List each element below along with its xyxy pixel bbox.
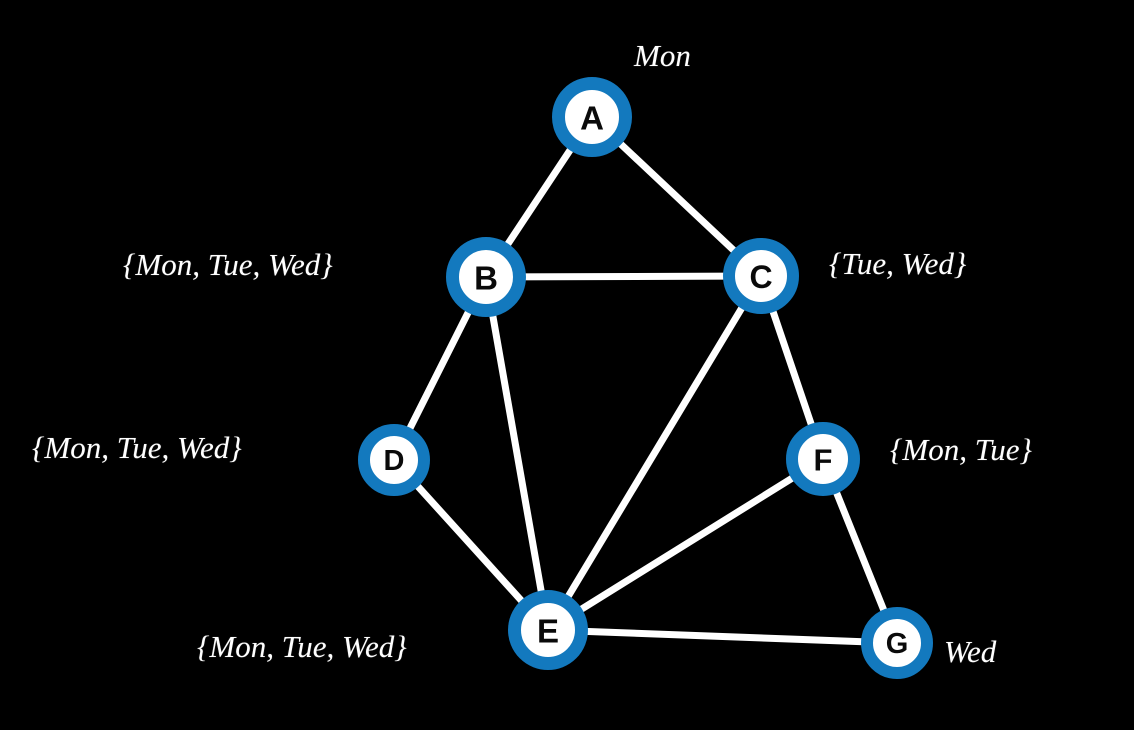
node-circle-b — [446, 237, 526, 317]
domain-label-b: {Mon, Tue, Wed} — [123, 247, 333, 282]
node-circle-a — [552, 77, 632, 157]
edges-layer — [390, 113, 901, 647]
node-circle-e — [508, 590, 588, 670]
node-e[interactable]: E — [508, 590, 588, 670]
node-letter-d: D — [384, 445, 405, 477]
node-letter-g: G — [886, 628, 909, 660]
node-circle-d — [358, 424, 430, 496]
node-letter-a: A — [580, 100, 604, 137]
node-circle-c — [723, 238, 799, 314]
edge-c-e — [544, 272, 765, 634]
node-g[interactable]: G — [861, 607, 933, 679]
domain-label-d: {Mon, Tue, Wed} — [32, 430, 242, 465]
edge-b-c — [482, 272, 765, 281]
node-circle-g — [861, 607, 933, 679]
domain-label-a: Mon — [634, 38, 691, 73]
node-letter-c: C — [749, 259, 772, 295]
domain-label-c: {Tue, Wed} — [829, 246, 967, 281]
node-b[interactable]: B — [446, 237, 526, 317]
node-d[interactable]: D — [358, 424, 430, 496]
node-letter-f: F — [814, 443, 833, 478]
domain-label-e: {Mon, Tue, Wed} — [197, 629, 407, 664]
domain-label-g: Wed — [944, 634, 997, 669]
node-f[interactable]: F — [786, 422, 860, 496]
node-letter-e: E — [537, 613, 559, 650]
node-a[interactable]: A — [552, 77, 632, 157]
edge-e-g — [544, 626, 901, 647]
domain-label-f: {Mon, Tue} — [890, 432, 1032, 467]
node-c[interactable]: C — [723, 238, 799, 314]
node-circle-f — [786, 422, 860, 496]
nodes-layer: A B C D E F G — [358, 77, 933, 679]
edge-e-f — [544, 455, 827, 634]
edge-b-e — [482, 273, 552, 634]
node-letter-b: B — [474, 260, 498, 297]
